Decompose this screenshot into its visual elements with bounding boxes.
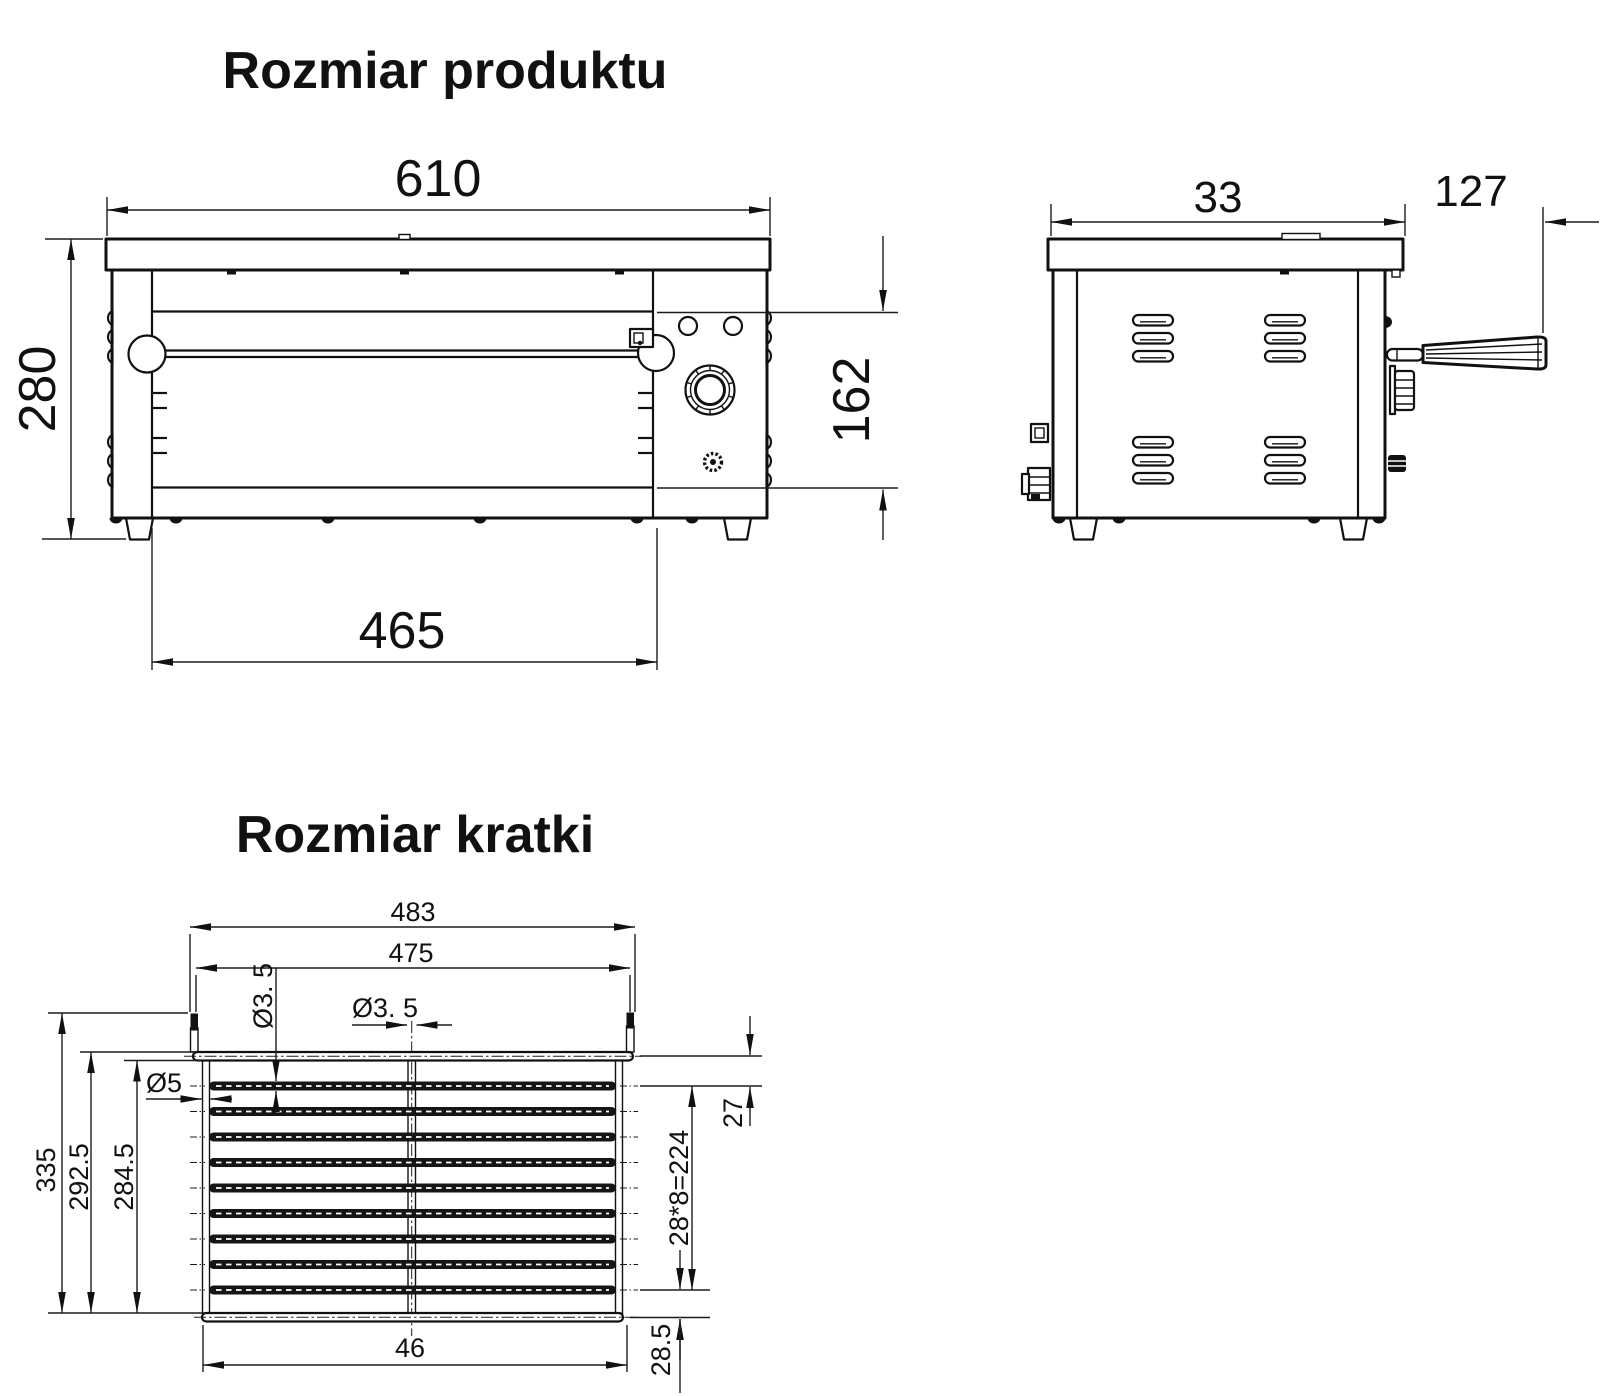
- dim-grate-top-gap-label: 27: [718, 1098, 748, 1128]
- indicator-light-left: [677, 315, 699, 337]
- dim-grate-frame-height-label: 292.5: [64, 1143, 94, 1211]
- grate-rods: [189, 1081, 639, 1295]
- handle-end-left: [127, 334, 167, 374]
- pull-handle: [127, 333, 676, 374]
- side-body: [1051, 268, 1387, 520]
- dim-handle-length: 127: [1434, 167, 1599, 333]
- grate-view: Rozmiar kratki 483 475: [31, 806, 762, 1393]
- dim-grate-inner-width-label: 475: [388, 938, 433, 968]
- hinge-bump: [1385, 316, 1392, 328]
- side-knob-small: [1388, 455, 1406, 472]
- dim-grate-outer-width-label: 483: [390, 897, 435, 927]
- dim-grate-bottom-width-label: 46: [395, 1333, 425, 1363]
- dim-grate-inner-height: 284.5: [109, 1059, 202, 1313]
- dim-grate-total-height-label: 335: [31, 1147, 61, 1192]
- grate-frame-left: [201, 1057, 211, 1316]
- dim-frame-diameter-label: Ø5: [146, 1068, 182, 1098]
- front-feet: [109, 516, 753, 541]
- oven-front-body: [104, 233, 773, 541]
- dim-rod-diameter: Ø3. 5: [248, 963, 280, 1112]
- grate-frame-right: [614, 1057, 624, 1316]
- side-feet: [1052, 516, 1386, 541]
- dim-front-height-label: 280: [9, 346, 67, 433]
- rack-guide-ticks: [152, 391, 653, 455]
- grate-view-title: Rozmiar kratki: [236, 806, 594, 864]
- control-panel: [677, 315, 744, 473]
- dim-grate-rod-pitch-label: 28*8=224: [664, 1130, 694, 1246]
- dim-front-inner-width-label: 465: [359, 602, 446, 660]
- latch-bracket: [628, 327, 655, 349]
- dim-grate-inner-height-label: 284.5: [109, 1143, 139, 1211]
- oven-body: [110, 268, 769, 520]
- dim-frame-diameter: Ø5: [146, 1068, 232, 1103]
- dim-grate-frame-height: 292.5: [64, 1051, 194, 1313]
- side-view: 33 127: [1020, 167, 1599, 541]
- dim-grate-total-height: 335: [31, 1012, 205, 1314]
- oven-lid: [104, 237, 772, 272]
- dim-grate-top-gap: 27: [640, 1016, 762, 1128]
- dim-grate-rod-pitch: 28*8=224: [640, 1086, 710, 1291]
- dim-grate-outer-width: 483: [189, 897, 636, 1012]
- dim-front-height: 280: [9, 238, 126, 540]
- front-view: Rozmiar produktu 610 280: [9, 42, 898, 670]
- thermostat-knob: [684, 364, 736, 416]
- indicator-light-right: [722, 315, 744, 337]
- dim-grate-inner-width: 475: [195, 938, 631, 1012]
- dim-front-width-label: 610: [395, 150, 482, 208]
- side-lid: [1046, 237, 1405, 272]
- front-view-title: Rozmiar produktu: [223, 42, 668, 100]
- dim-grate-bottom-width: 46: [202, 1325, 628, 1372]
- power-indicator: [702, 451, 724, 473]
- grate-hook-left: [189, 1013, 199, 1053]
- grate-hook-right: [625, 1012, 635, 1053]
- dim-panel-height-label: 162: [823, 357, 881, 444]
- dim-handle-length-label: 127: [1434, 167, 1507, 216]
- rear-fittings: [1020, 422, 1052, 502]
- side-knob-large: [1388, 364, 1416, 416]
- dim-rod-diameter-label: Ø3. 5: [248, 963, 278, 1029]
- dim-grate-bottom-gap-label: 28.5: [646, 1324, 676, 1377]
- dim-front-inner-width: 465: [151, 528, 658, 670]
- grate-drawing: [184, 1012, 642, 1336]
- dim-center-rod-diameter-label: Ø3. 5: [352, 993, 418, 1023]
- dim-center-rod-diameter: Ø3. 5: [352, 993, 452, 1029]
- dim-grate-bottom-gap: 28.5: [630, 1250, 710, 1393]
- side-handle: [1385, 335, 1548, 371]
- dim-side-depth-label: 33: [1194, 173, 1243, 222]
- dim-front-width: 610: [106, 150, 771, 236]
- dim-side-depth: 33: [1050, 173, 1406, 236]
- oven-side-body: [1020, 232, 1548, 541]
- dim-panel-height: 162: [657, 236, 898, 540]
